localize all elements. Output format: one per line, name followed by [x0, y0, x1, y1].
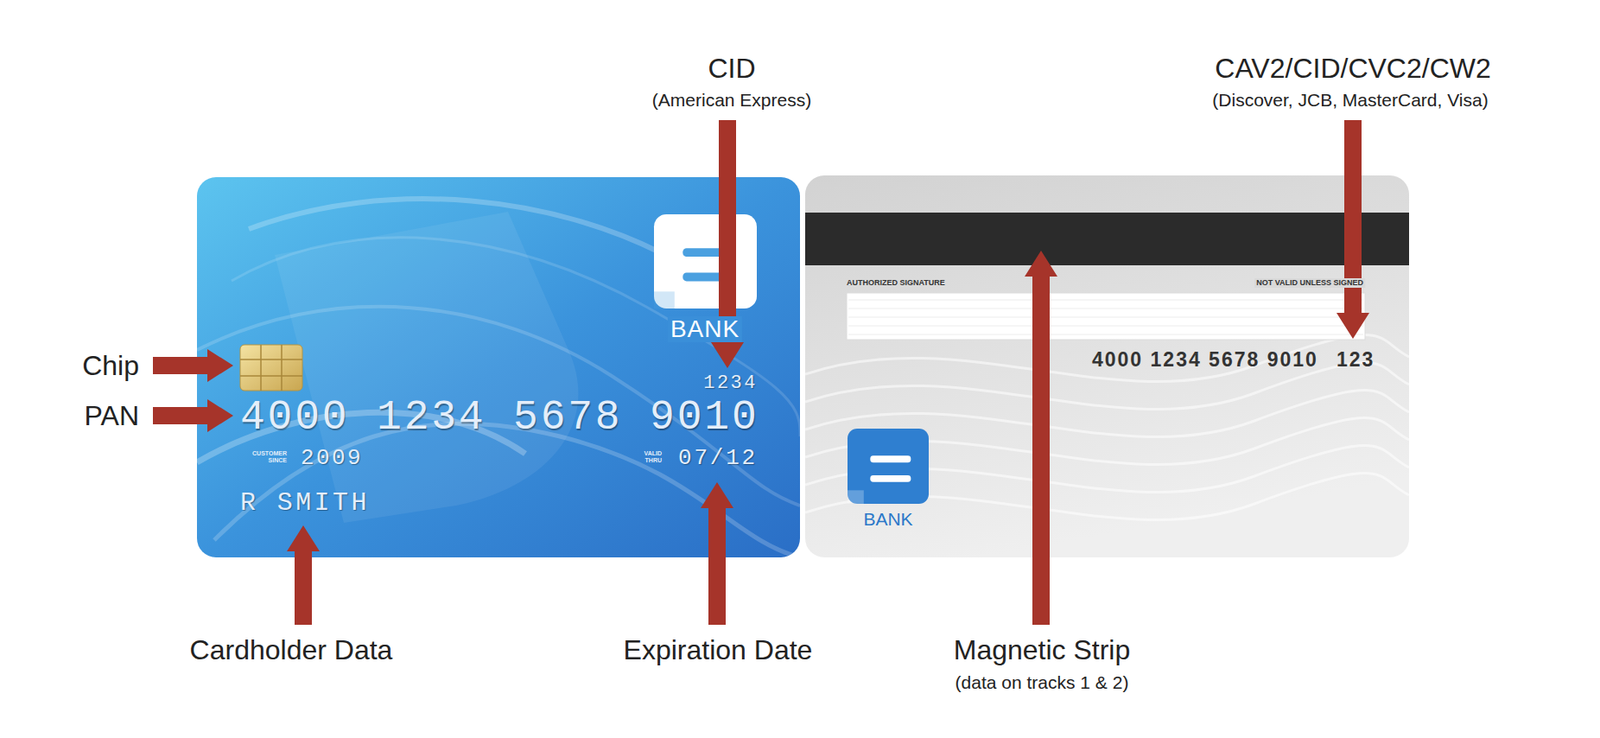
logo-square	[653, 214, 757, 309]
callout-label: CID	[707, 51, 756, 85]
signature-panel	[846, 292, 1366, 340]
card-body	[805, 175, 1410, 558]
logo-mark	[653, 291, 675, 309]
card-back: AUTHORIZED SIGNATURE NOT VALID UNLESS SIG…	[805, 175, 1410, 558]
callout-label: Magnetic Strip	[953, 633, 1131, 667]
chip-contact	[280, 344, 283, 391]
small-caption: CUSTOMER SINCE	[248, 450, 287, 464]
callout-note: (data on tracks 1 & 2)	[955, 672, 1130, 693]
small-caption: NOT VALID UNLESS SIGNED	[1254, 278, 1366, 288]
chip-symbol	[240, 344, 303, 391]
cardholder-name: R SMITH	[240, 487, 370, 519]
callout-note: (Discover, JCB, MasterCard, Visa)	[1212, 89, 1488, 111]
expiry-date: 07/12	[678, 444, 758, 471]
logo-mark	[869, 475, 911, 483]
bank-logo	[653, 214, 757, 309]
member-year: 2009	[300, 444, 363, 471]
callout-label: PAN	[84, 399, 140, 432]
signature-line	[848, 308, 1364, 310]
card-id-number: 1234	[703, 373, 758, 394]
signature-line	[848, 317, 1364, 318]
security-code: 123	[1336, 348, 1375, 371]
signature-box	[846, 292, 1366, 340]
card-number: 4000 1234 5678 9010	[240, 393, 760, 442]
card-pattern	[196, 198, 800, 558]
magnetic-strip	[805, 212, 1410, 266]
logo-square	[847, 428, 929, 504]
logo-mark	[869, 455, 911, 463]
chip-plate	[240, 344, 303, 391]
signature-line	[848, 299, 1364, 301]
card-number: 4000 1234 5678 9010	[1092, 348, 1319, 371]
chip-contact	[240, 358, 303, 361]
bank-name: BANK	[667, 316, 743, 343]
callout-label: Chip	[82, 349, 140, 382]
card-wave	[805, 335, 1410, 382]
callout-note: (American Express)	[652, 89, 812, 111]
chip-contact	[260, 344, 262, 391]
bank-name: BANK	[863, 508, 913, 530]
signature-line	[848, 325, 1364, 327]
signature-line	[848, 334, 1364, 336]
small-caption: AUTHORIZED SIGNATURE	[846, 278, 946, 288]
callout-label: Cardholder Data	[190, 633, 394, 667]
card-pattern	[805, 335, 1410, 521]
callout-label: CAV2/CID/CVC2/CW2	[1214, 51, 1491, 85]
small-caption: VALID THRU	[635, 450, 662, 464]
card-front: BANK 12344000 1234 5678 9010CUSTOMER SINC…	[196, 177, 800, 558]
logo-mark	[682, 273, 735, 282]
card-watermark	[274, 211, 578, 523]
logo-mark	[847, 489, 864, 504]
bank-logo	[847, 428, 929, 504]
chip-contact	[240, 374, 303, 377]
callout-label: Expiration Date	[623, 633, 813, 667]
card-body	[196, 177, 800, 558]
logo-mark	[682, 247, 735, 257]
